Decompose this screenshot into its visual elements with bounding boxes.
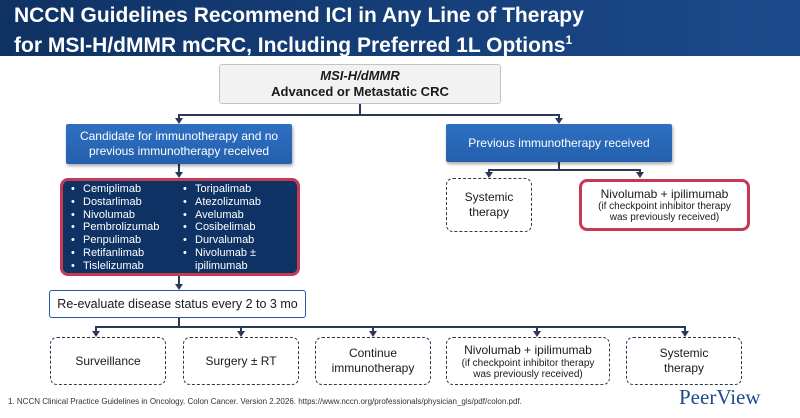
- right-branch-stem: [558, 114, 560, 118]
- right-nivo-sub-1: (if checkpoint inhibitor therapy: [598, 201, 731, 212]
- drug-arrow: [175, 172, 183, 178]
- drug-item-continuation: ipilimumab: [195, 259, 248, 272]
- reeval-arrow: [175, 284, 183, 290]
- outcome-arrow-4: [533, 331, 541, 337]
- outcome-stem-1: [95, 326, 97, 331]
- drug-item: Tislelizumab: [71, 260, 159, 273]
- right-systemic-stem: [488, 169, 490, 172]
- outcome-connector: [95, 326, 685, 328]
- root-node: MSI-H/dMMR Advanced or Metastatic CRC: [219, 64, 501, 104]
- outcome-stem-5: [684, 326, 686, 331]
- candidate-line-1: Candidate for immunotherapy and no: [79, 129, 279, 143]
- right-nivo-stem: [639, 169, 641, 172]
- drug-item: Penpulimab: [71, 234, 159, 247]
- drug-item: Nivolumab ±: [183, 247, 261, 260]
- right-split-stem: [558, 162, 560, 170]
- continue-line-2: immunotherapy: [331, 361, 415, 375]
- outcome-systemic-line-1: Systemic: [659, 346, 709, 360]
- root-line-1: MSI-H/dMMR: [320, 68, 400, 83]
- left-branch-arrow: [175, 118, 183, 124]
- right-branch-arrow: [555, 118, 563, 124]
- drug-item: Dostarlimab: [71, 196, 159, 209]
- outcome-nivolumab-node: Nivolumab + ipilimumab (if checkpoint in…: [446, 337, 610, 385]
- outcome-stem-4: [536, 326, 538, 331]
- reevaluate-node: Re-evaluate disease status every 2 to 3 …: [49, 290, 306, 318]
- right-nivo-line-1: Nivolumab + ipilimumab: [600, 187, 729, 201]
- drug-connector: [178, 164, 180, 172]
- outcome-stem: [178, 318, 180, 327]
- peerview-logo: PeerView: [679, 385, 761, 409]
- continue-immunotherapy-node: Continue immunotherapy: [315, 337, 431, 385]
- surveillance-label: Surveillance: [75, 353, 141, 368]
- root-connector: [359, 104, 361, 115]
- root-line-2: Advanced or Metastatic CRC: [271, 84, 449, 99]
- slide-title: NCCN Guidelines Recommend ICI in Any Lin…: [14, 4, 584, 58]
- reevaluate-label: Re-evaluate disease status every 2 to 3 …: [57, 297, 298, 311]
- outcome-arrow-1: [92, 331, 100, 337]
- drug-item: Cemiplimab: [71, 183, 159, 196]
- outcome-arrow-2: [237, 331, 245, 337]
- previous-immunotherapy-node: Previous immunotherapy received: [446, 124, 672, 162]
- title-line-2: for MSI-H/dMMR mCRC, Including Preferred…: [14, 28, 584, 58]
- left-branch-stem: [178, 114, 180, 118]
- drug-item: Toripalimab: [183, 183, 261, 196]
- drug-list-box: Cemiplimab Dostarlimab Nivolumab Pembrol…: [60, 178, 300, 276]
- drug-item: Nivolumab: [71, 209, 159, 222]
- drug-item: Cosibelimab: [183, 221, 261, 234]
- outcome-nivo-line-1: Nivolumab + ipilimumab: [464, 342, 592, 357]
- title-reference-mark: 1: [565, 33, 573, 47]
- outcome-stem-2: [240, 326, 242, 331]
- continue-line-1: Continue: [348, 346, 398, 360]
- right-nivolumab-node: Nivolumab + ipilimumab (if checkpoint in…: [579, 179, 750, 231]
- drug-item: Durvalumab: [183, 234, 261, 247]
- outcome-nivo-sub-2: was previously received): [473, 368, 583, 380]
- surgery-node: Surgery ± RT: [183, 337, 299, 385]
- surgery-label: Surgery ± RT: [205, 353, 277, 368]
- previous-immunotherapy-label: Previous immunotherapy received: [468, 135, 650, 150]
- drug-item: Retifanlimab: [71, 247, 159, 260]
- right-systemic-arrow: [485, 172, 493, 178]
- right-systemic-therapy-node: Systemic therapy: [446, 178, 532, 232]
- drug-list-col-2: Toripalimab Atezolizumab Avelumab Cosibe…: [183, 183, 261, 273]
- outcome-systemic-therapy-node: Systemic therapy: [626, 337, 742, 385]
- reeval-connector: [178, 276, 180, 284]
- drug-item: Avelumab: [183, 209, 261, 222]
- right-systemic-line-2: therapy: [468, 205, 510, 219]
- footnote: 1. NCCN Clinical Practice Guidelines in …: [8, 397, 522, 406]
- outcome-systemic-line-2: therapy: [663, 361, 705, 375]
- drug-item: Atezolizumab: [183, 196, 261, 209]
- right-nivo-arrow: [636, 172, 644, 178]
- right-nivo-sub-2: was previously received): [609, 212, 720, 223]
- title-line-1: NCCN Guidelines Recommend ICI in Any Lin…: [14, 4, 584, 27]
- outcome-nivo-sub-1: (if checkpoint inhibitor therapy: [461, 357, 595, 369]
- right-systemic-line-1: Systemic: [464, 190, 514, 204]
- drug-list-col-1: Cemiplimab Dostarlimab Nivolumab Pembrol…: [71, 183, 159, 273]
- candidate-line-2: previous immunotherapy received: [88, 144, 270, 158]
- right-split-connector: [488, 169, 640, 171]
- outcome-arrow-5: [681, 331, 689, 337]
- surveillance-node: Surveillance: [50, 337, 166, 385]
- title-banner: NCCN Guidelines Recommend ICI in Any Lin…: [0, 0, 800, 58]
- title-line-2-text: for MSI-H/dMMR mCRC, Including Preferred…: [14, 34, 566, 57]
- branch-connector: [178, 114, 560, 116]
- outcome-stem-3: [372, 326, 374, 331]
- candidate-node: Candidate for immunotherapy and no previ…: [66, 124, 292, 164]
- outcome-arrow-3: [369, 331, 377, 337]
- drug-item: Pembrolizumab: [71, 221, 159, 234]
